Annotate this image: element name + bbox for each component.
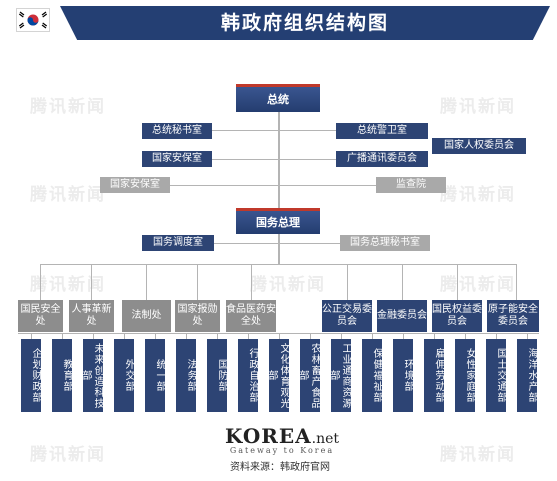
source-note: 资料来源：韩政府官网 — [230, 462, 330, 473]
ministry-box: 文化体育观光部 — [266, 339, 289, 412]
connector-line — [516, 264, 517, 300]
office-pm-secretariat: 国务总理秘书室 — [340, 235, 430, 251]
ministry-box: 统一部 — [145, 339, 165, 412]
watermark: 腾讯新闻 — [30, 97, 106, 117]
watermark: 腾讯新闻 — [440, 97, 516, 117]
ministry-box: 工业通商资源部 — [328, 339, 351, 412]
connector-line — [278, 112, 280, 210]
connector-line — [280, 159, 336, 160]
ministry-box: 教育部 — [52, 339, 72, 412]
connector-line — [280, 130, 336, 131]
agency-box: 金融委员会 — [377, 300, 427, 332]
connector-line — [18, 333, 539, 334]
connector-line — [212, 130, 278, 131]
ministry-box: 外交部 — [114, 339, 134, 412]
logo-tagline: Gateway to Korea — [229, 446, 335, 455]
prime-minister-box: 国务总理 — [236, 208, 320, 234]
watermark: 腾讯新闻 — [440, 185, 516, 205]
ministry-box: 保健福祉部 — [362, 339, 382, 412]
page-title: 韩政府组织结构图 — [220, 12, 389, 34]
connector-line — [197, 264, 198, 300]
agency-box: 食品医药安全处 — [226, 300, 276, 332]
connector-line — [280, 243, 340, 244]
ministry-box: 环境部 — [393, 339, 413, 412]
ministry-box: 国防部 — [207, 339, 227, 412]
watermark: 腾讯新闻 — [30, 185, 106, 205]
watermark: 腾讯新闻 — [440, 445, 516, 465]
office-president-guard: 总统警卫室 — [336, 123, 428, 139]
office-human-rights-commission: 国家人权委员会 — [432, 138, 526, 154]
watermark: 腾讯新闻 — [440, 275, 516, 295]
office-coordination: 国务调度室 — [142, 235, 214, 251]
connector-line — [457, 264, 458, 300]
watermark: 腾讯新闻 — [250, 275, 326, 295]
agency-box: 国家报勋处 — [175, 300, 220, 332]
ministry-box: 未来创造科技部 — [80, 339, 103, 412]
agency-box: 国民权益委员会 — [432, 300, 482, 332]
watermark: 腾讯新闻 — [30, 275, 106, 295]
ministry-box: 农林畜产食品部 — [297, 339, 320, 412]
connector-line — [251, 264, 252, 300]
connector-line — [280, 185, 376, 186]
title-banner — [60, 6, 550, 40]
ministry-box: 雇佣劳动部 — [424, 339, 444, 412]
office-broadcasting-commission: 广播通讯委员会 — [336, 151, 428, 167]
agency-box: 公正交易委员会 — [322, 300, 372, 332]
connector-line — [170, 185, 278, 186]
connector-line — [40, 264, 517, 265]
korea-net-logo: KOREA.net — [222, 424, 342, 448]
office-national-security-2: 国家安保室 — [100, 177, 170, 193]
agency-box: 国民安全处 — [18, 300, 63, 332]
logo-main: KOREA — [224, 424, 312, 448]
ministry-box: 企划财政部 — [21, 339, 41, 412]
connector-line — [402, 264, 403, 300]
south-korea-flag-icon — [16, 8, 50, 32]
office-national-security: 国家安保室 — [142, 151, 212, 167]
connector-line — [146, 264, 147, 300]
office-president-secretary: 总统秘书室 — [142, 123, 212, 139]
agency-box: 人事革新处 — [69, 300, 114, 332]
ministry-box: 国土交通部 — [486, 339, 506, 412]
president-box: 总统 — [236, 84, 320, 112]
ministry-box: 行政自治部 — [238, 339, 258, 412]
connector-line — [91, 264, 92, 300]
office-audit: 监查院 — [376, 177, 446, 193]
ministry-box: 海洋水产部 — [517, 339, 537, 412]
watermark: 腾讯新闻 — [30, 445, 106, 465]
connector-line — [212, 159, 278, 160]
ministry-box: 法务部 — [176, 339, 196, 412]
logo-suffix: .net — [311, 431, 340, 447]
ministry-box: 女性家庭部 — [455, 339, 475, 412]
agency-box: 法制处 — [122, 300, 171, 332]
connector-line — [40, 264, 41, 300]
connector-line — [278, 234, 280, 264]
connector-line — [347, 264, 348, 300]
agency-box: 原子能安全委员会 — [487, 300, 539, 332]
connector-line — [214, 243, 278, 244]
